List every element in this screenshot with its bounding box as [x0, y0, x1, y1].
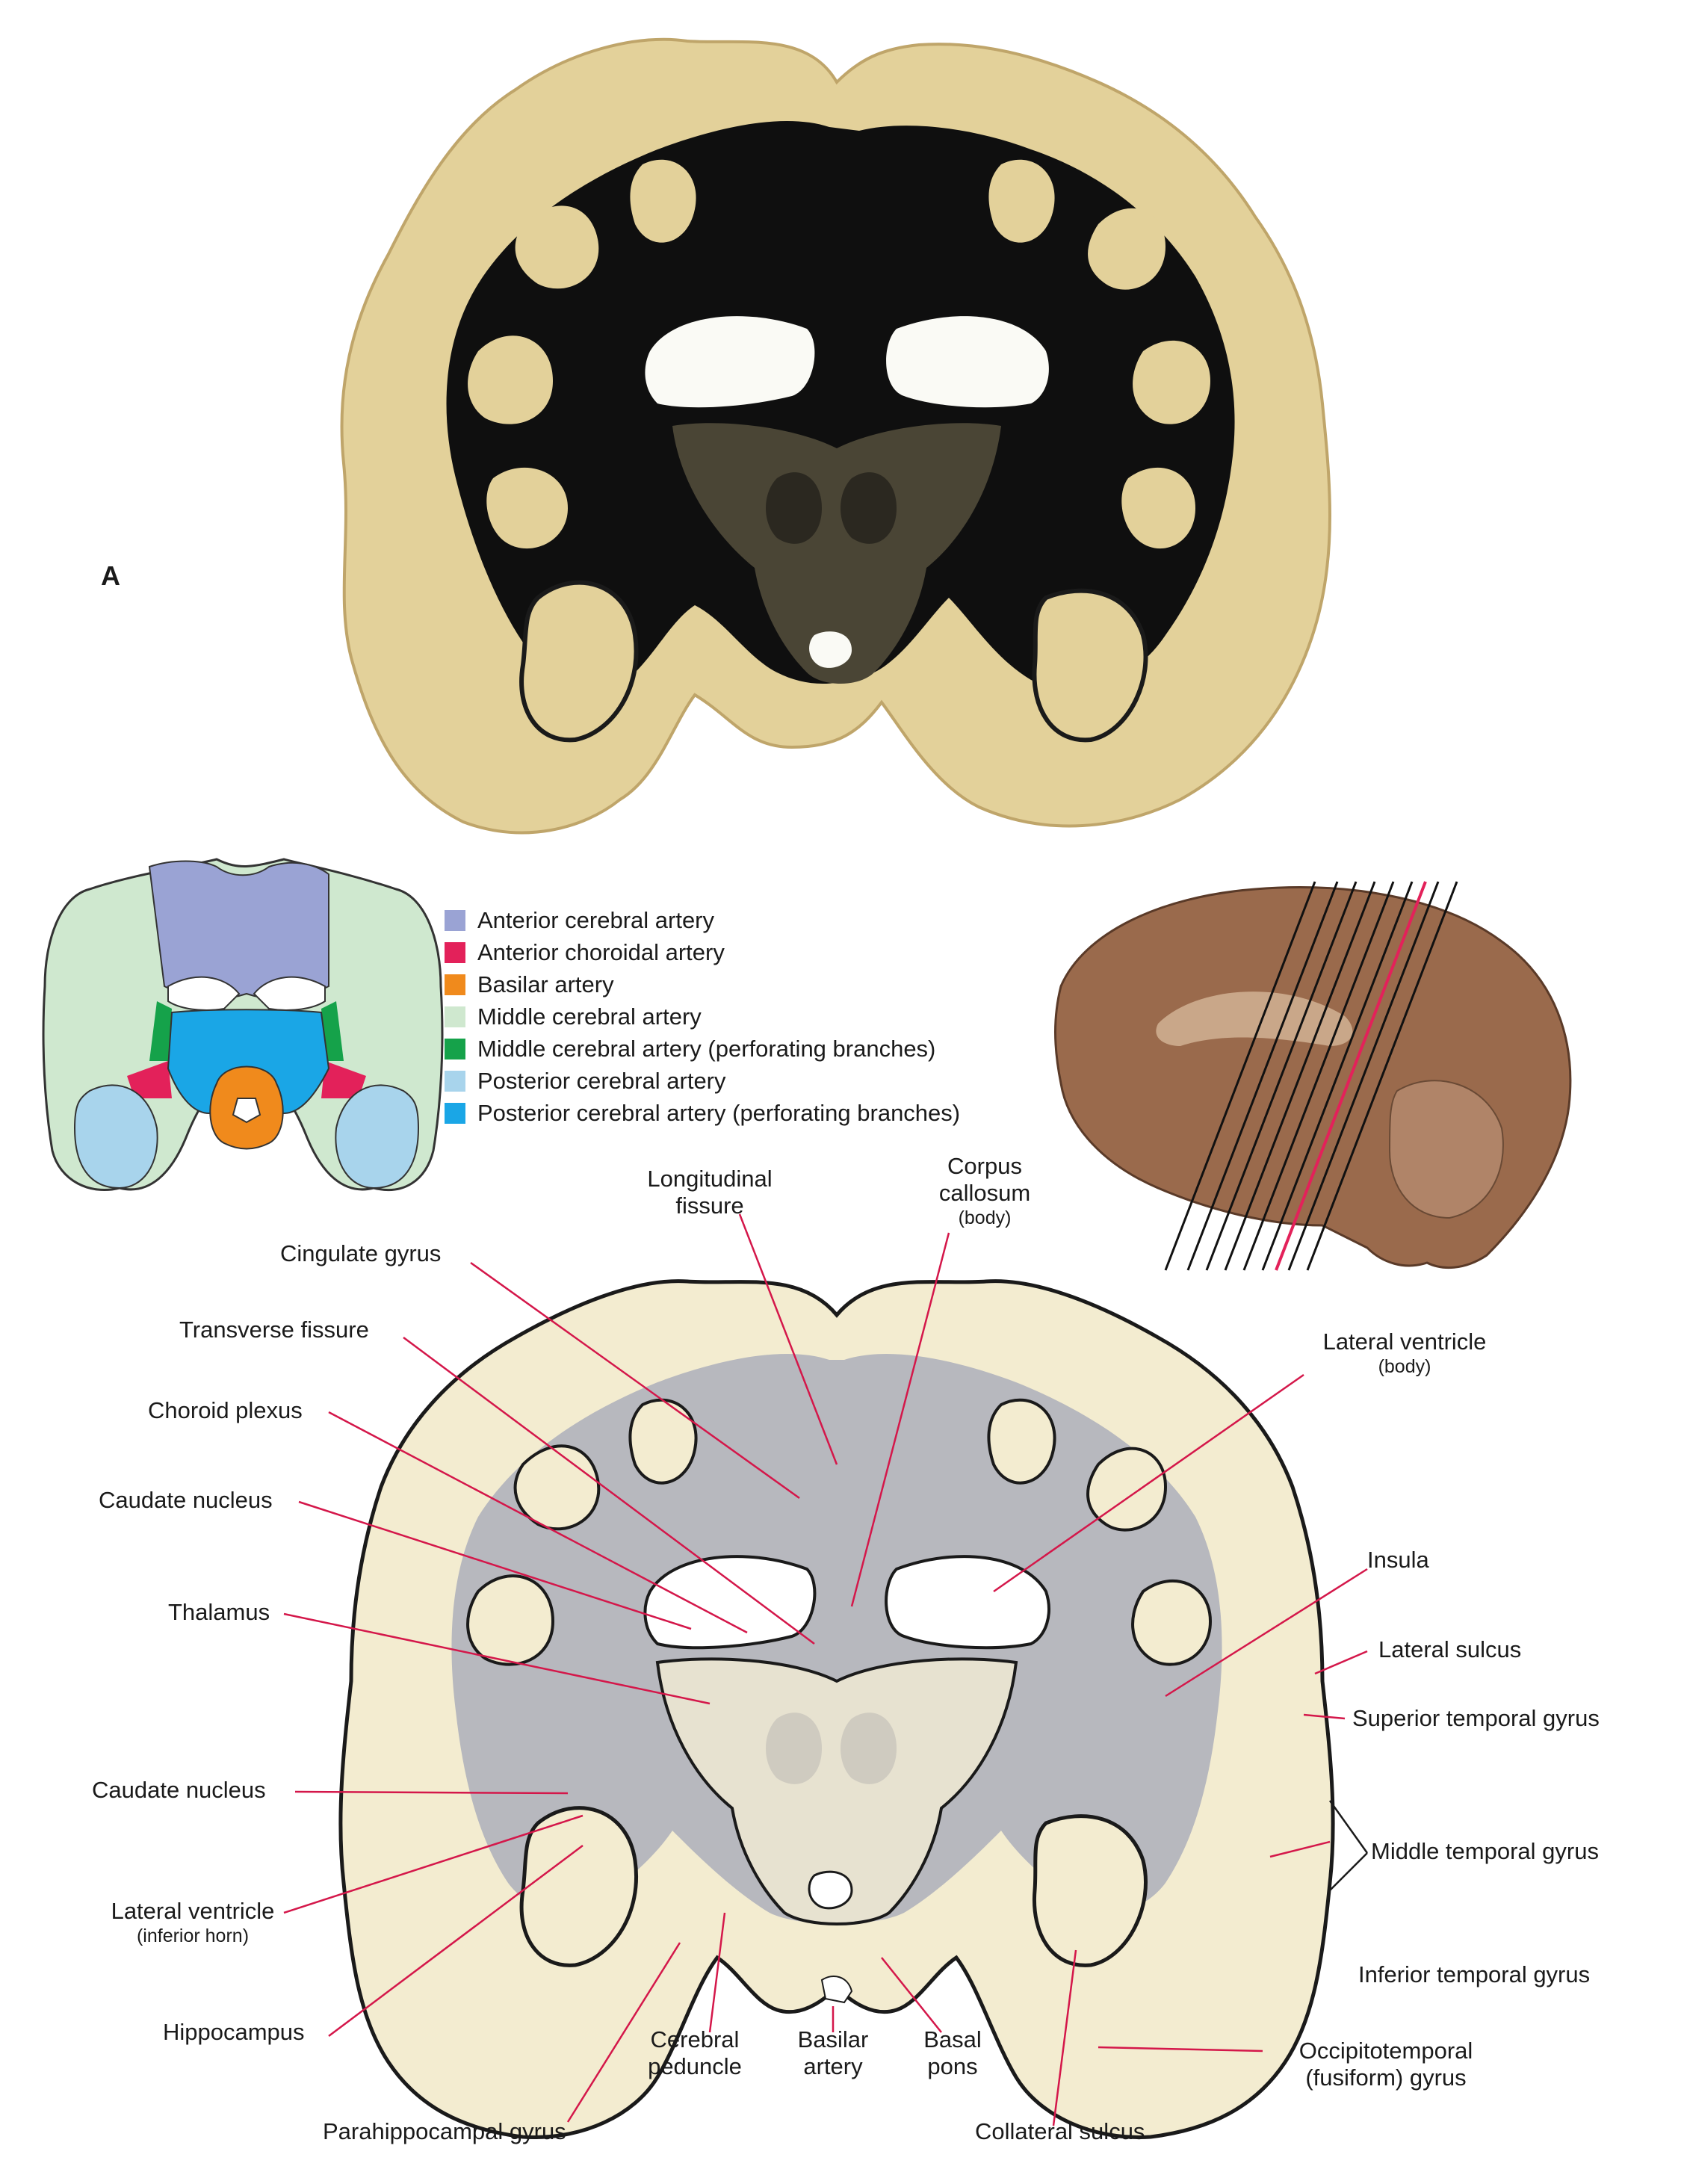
panel-letter: A [101, 560, 120, 591]
label-cerebral-peduncle: Cerebral peduncle [648, 2026, 742, 2079]
middle-temporal-bracket [1328, 1800, 1369, 1891]
legend-label: Posterior cerebral artery (perforating b… [477, 1099, 961, 1126]
stained-brain-section [340, 37, 1331, 835]
legend-swatch [445, 1070, 465, 1092]
legend-item: Anterior choroidal artery [445, 936, 960, 968]
sagittal-brain-photo [1054, 881, 1572, 1271]
label-lateral-ventricle-inferior: Lateral ventricle (inferior horn) [111, 1898, 275, 1946]
schematic-brain-section [338, 1279, 1335, 2139]
legend-label: Anterior choroidal artery [477, 938, 725, 965]
legend-label: Basilar artery [477, 971, 614, 997]
leader-lines [283, 1213, 1368, 2126]
legend-label: Anterior cerebral artery [477, 906, 715, 933]
legend-label: Posterior cerebral artery [477, 1067, 726, 1094]
arterial-territory-diagram [42, 858, 444, 1192]
label-caudate-nucleus-upper: Caudate nucleus [99, 1487, 273, 1513]
legend-item: Posterior cerebral artery [445, 1065, 960, 1097]
label-lateral-ventricle-body: Lateral ventricle (body) [1322, 1328, 1487, 1377]
label-longitudinal-fissure: Longitudinal fissure [647, 1166, 773, 1219]
label-inferior-temporal-gyrus: Inferior temporal gyrus [1358, 1961, 1591, 1987]
label-occipitotemporal-gyrus: Occipitotemporal (fusiform) gyrus [1298, 2038, 1473, 2091]
legend-label: Middle cerebral artery [477, 1003, 702, 1030]
label-transverse-fissure: Transverse fissure [179, 1317, 369, 1343]
legend-swatch [445, 1038, 465, 1059]
legend-item: Basilar artery [445, 968, 960, 1000]
label-hippocampus: Hippocampus [163, 2019, 305, 2045]
legend-item: Posterior cerebral artery (perforating b… [445, 1097, 960, 1129]
label-cingulate-gyrus: Cingulate gyrus [280, 1240, 442, 1266]
legend-swatch [445, 909, 465, 931]
label-insula: Insula [1367, 1547, 1429, 1573]
label-thalamus: Thalamus [168, 1599, 270, 1625]
legend-swatch [445, 1006, 465, 1027]
legend-item: Anterior cerebral artery [445, 904, 960, 936]
legend-swatch [445, 941, 465, 963]
label-basilar-artery: Basilar artery [797, 2026, 869, 2079]
label-choroid-plexus: Choroid plexus [148, 1397, 303, 1423]
label-lateral-sulcus: Lateral sulcus [1378, 1636, 1522, 1662]
label-collateral-sulcus: Collateral sulcus [975, 2118, 1145, 2144]
label-corpus-callosum: Corpus callosum (body) [938, 1153, 1031, 1228]
legend-swatch [445, 1102, 465, 1124]
label-caudate-nucleus-lower: Caudate nucleus [92, 1777, 266, 1803]
label-parahippocampal-gyrus: Parahippocampal gyrus [323, 2118, 566, 2144]
legend-item: Middle cerebral artery [445, 1000, 960, 1033]
legend-swatch [445, 974, 465, 995]
legend-label: Middle cerebral artery (perforating bran… [477, 1035, 936, 1062]
label-middle-temporal-gyrus: Middle temporal gyrus [1371, 1838, 1599, 1864]
label-superior-temporal-gyrus: Superior temporal gyrus [1352, 1705, 1600, 1731]
legend-item: Middle cerebral artery (perforating bran… [445, 1033, 960, 1065]
label-basal-pons: Basal pons [923, 2026, 982, 2079]
